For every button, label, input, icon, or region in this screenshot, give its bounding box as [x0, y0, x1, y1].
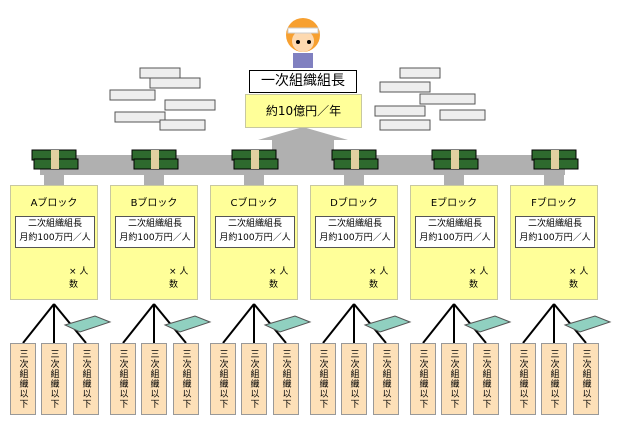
second-org-role: 二次組織組長 [127, 219, 182, 229]
block-name: Eブロック [430, 198, 478, 209]
second-org-role: 二次組織組長 [527, 219, 582, 229]
router-icon [563, 315, 612, 333]
money-bundle-icon [231, 149, 279, 170]
second-org-role: 二次組織組長 [227, 219, 282, 229]
third-org-box: 三次組織以下 [441, 343, 467, 415]
multiplier-label: × 人数 [369, 267, 389, 290]
router-icon [163, 315, 212, 333]
third-org-box: 三次組織以下 [173, 343, 199, 415]
second-org-role: 二次組織組長 [327, 219, 382, 229]
second-org-pay: 月約100万円／人 [519, 233, 591, 243]
multiplier-label: × 人数 [69, 267, 89, 290]
multiplier-label: × 人数 [569, 267, 589, 290]
third-org-box: 三次組織以下 [310, 343, 336, 415]
money-bundle-icon [331, 149, 379, 170]
third-org-box: 三次組織以下 [110, 343, 136, 415]
router-icon [263, 315, 312, 333]
second-org-role: 二次組織組長 [427, 219, 482, 229]
third-org-box: 三次組織以下 [341, 343, 367, 415]
block-c: Cブロック 二次組織組長月約100万円／人 × 人数 [210, 185, 298, 300]
second-org-pay: 月約100万円／人 [419, 233, 491, 243]
third-org-box: 三次組織以下 [541, 343, 567, 415]
third-org-box: 三次組織以下 [473, 343, 499, 415]
second-org-info: 二次組織組長月約100万円／人 [115, 216, 195, 248]
arrow-up [122, 303, 155, 344]
third-org-box: 三次組織以下 [273, 343, 299, 415]
second-org-info: 二次組織組長月約100万円／人 [315, 216, 395, 248]
third-org-box: 三次組織以下 [410, 343, 436, 415]
block-f: Fブロック 二次組織組長月約100万円／人 × 人数 [510, 185, 598, 300]
router-icon [463, 315, 512, 333]
book-stacks-icon [109, 67, 486, 131]
router-icon [363, 315, 412, 333]
flow-stub [244, 170, 264, 186]
money-flow-arrows [40, 127, 565, 175]
arrow-up [522, 303, 555, 344]
router-icon [63, 315, 112, 333]
boss-character-icon [286, 18, 320, 68]
block-e: Eブロック 二次組織組長月約100万円／人 × 人数 [410, 185, 498, 300]
second-org-info: 二次組織組長月約100万円／人 [415, 216, 495, 248]
money-bundle-icon [131, 149, 179, 170]
block-d: Dブロック 二次組織組長月約100万円／人 × 人数 [310, 185, 398, 300]
second-org-info: 二次組織組長月約100万円／人 [215, 216, 295, 248]
money-bundle-icon [31, 149, 79, 170]
arrow-up [422, 303, 455, 344]
multiplier-label: × 人数 [469, 267, 489, 290]
block-name: Dブロック [330, 198, 378, 209]
flow-stub [44, 170, 64, 186]
third-org-box: 三次組織以下 [210, 343, 236, 415]
second-org-pay: 月約100万円／人 [19, 233, 91, 243]
first-org-salary: 約10億円／年 [245, 94, 362, 128]
block-name: Bブロック [130, 198, 178, 209]
third-org-box: 三次組織以下 [573, 343, 599, 415]
money-bundle-icon [431, 149, 479, 170]
arrow-up [322, 303, 355, 344]
second-org-info: 二次組織組長月約100万円／人 [15, 216, 95, 248]
third-org-box: 三次組織以下 [510, 343, 536, 415]
third-org-box: 三次組織以下 [241, 343, 267, 415]
arrow-up [22, 303, 55, 344]
multiplier-label: × 人数 [269, 267, 289, 290]
block-a: Aブロック 二次組織組長月約100万円／人 × 人数 [10, 185, 98, 300]
flow-stub [444, 170, 464, 186]
money-bundle-icon [531, 149, 579, 170]
block-name: Fブロック [531, 198, 577, 209]
first-org-leader-label: 一次組織組長 [249, 70, 357, 93]
second-org-role: 二次組織組長 [27, 219, 82, 229]
second-org-pay: 月約100万円／人 [219, 233, 291, 243]
third-org-box: 三次組織以下 [41, 343, 67, 415]
third-org-box: 三次組織以下 [73, 343, 99, 415]
block-b: Bブロック 二次組織組長月約100万円／人 × 人数 [110, 185, 198, 300]
second-org-pay: 月約100万円／人 [319, 233, 391, 243]
third-org-box: 三次組織以下 [10, 343, 36, 415]
block-name: Cブロック [230, 198, 278, 209]
multiplier-label: × 人数 [169, 267, 189, 290]
flow-stub [144, 170, 164, 186]
second-org-pay: 月約100万円／人 [119, 233, 191, 243]
third-org-box: 三次組織以下 [141, 343, 167, 415]
third-org-box: 三次組織以下 [373, 343, 399, 415]
flow-stub [544, 170, 564, 186]
flow-stub [344, 170, 364, 186]
arrow-up [222, 303, 255, 344]
block-name: Aブロック [30, 198, 78, 209]
second-org-info: 二次組織組長月約100万円／人 [515, 216, 595, 248]
